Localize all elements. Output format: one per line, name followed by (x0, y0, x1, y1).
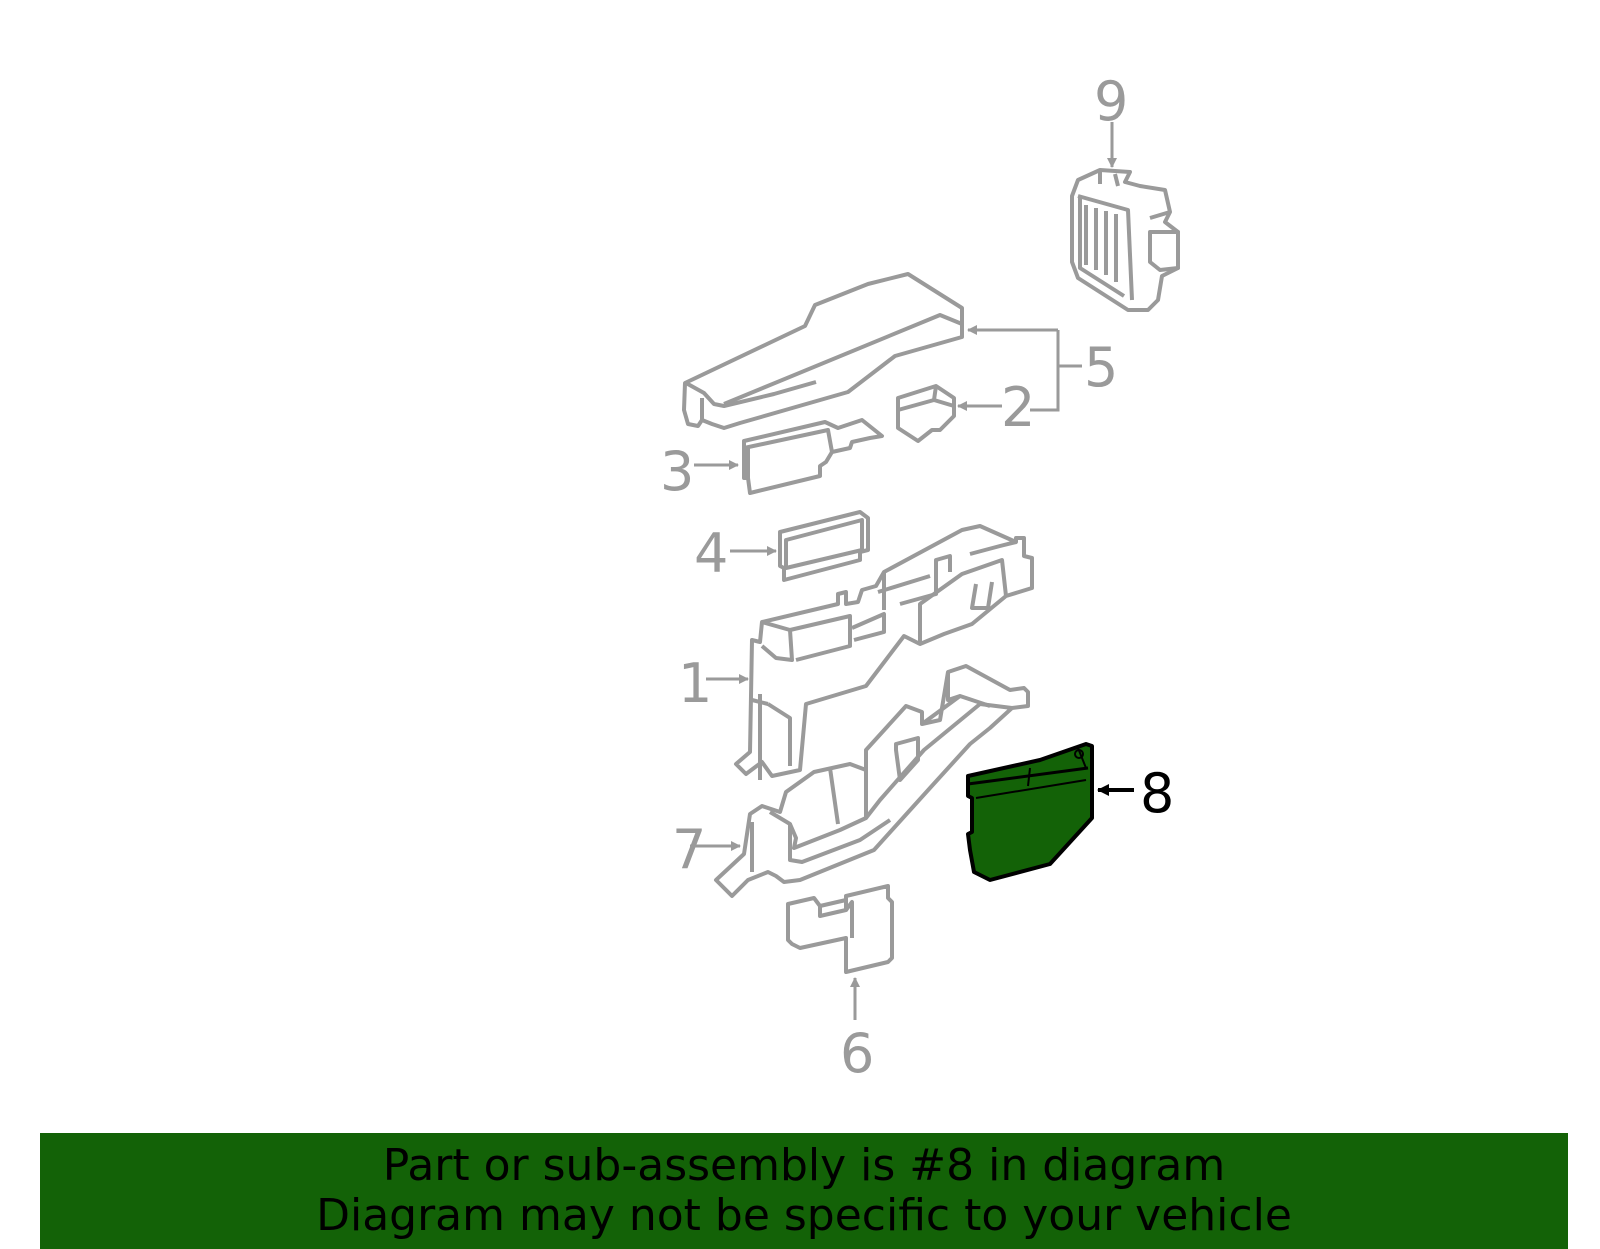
banner-line-part-number: Part or sub-assembly is #8 in diagram (382, 1140, 1226, 1191)
callout-2: 2 (1001, 376, 1035, 439)
callout-7: 7 (672, 818, 706, 881)
callout-4: 4 (694, 522, 728, 585)
callout-6: 6 (840, 1022, 874, 1085)
part-3-block (742, 418, 884, 495)
part-1-junction-box (734, 524, 1034, 780)
callout-3: 3 (660, 440, 694, 503)
callout-9: 9 (1094, 70, 1128, 133)
callout-8: 8 (1140, 762, 1174, 825)
part-7-lower-case (714, 664, 1030, 898)
part-8-highlighted-cover[interactable] (966, 742, 1094, 882)
part-6-bracket (786, 884, 894, 974)
part-9-module (1070, 168, 1180, 312)
callout-1: 1 (678, 652, 712, 715)
banner-line-disclaimer: Diagram may not be specific to your vehi… (316, 1190, 1292, 1241)
part-5-upper-cover (682, 272, 964, 430)
info-banner-background (40, 1133, 1568, 1249)
part-4-module (778, 510, 870, 582)
bracket-5 (1030, 330, 1082, 412)
info-banner: Part or sub-assembly is #8 in diagram Di… (40, 1133, 1568, 1249)
part-2-relay (896, 384, 956, 443)
callout-5: 5 (1084, 336, 1118, 399)
